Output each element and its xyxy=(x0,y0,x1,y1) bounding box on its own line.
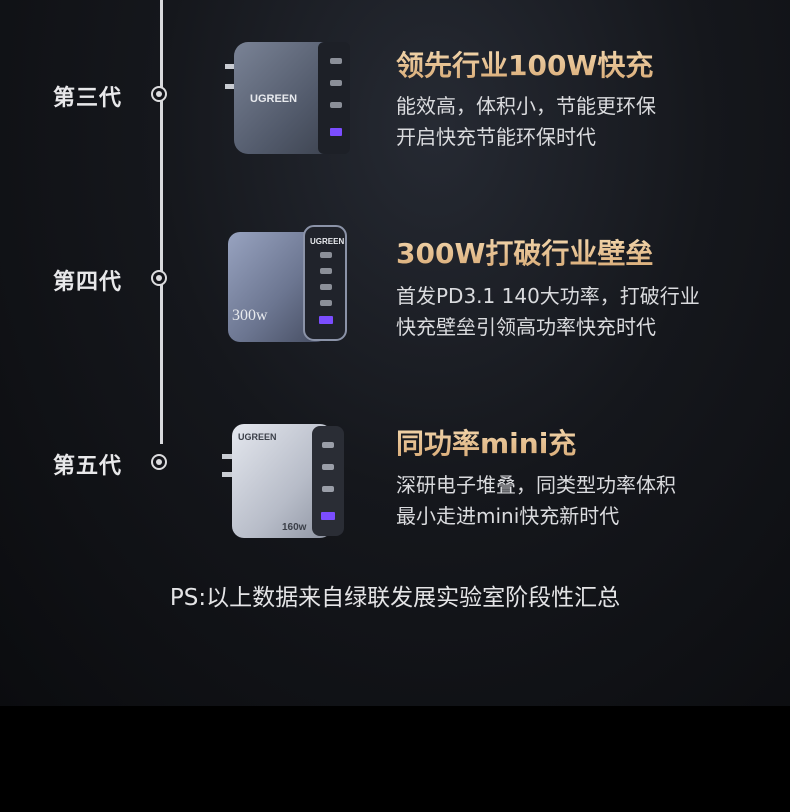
plug-prong xyxy=(222,472,234,477)
power-text: 300w xyxy=(232,307,268,324)
desc-gen3-line2: 开启快充节能环保时代 xyxy=(396,125,596,149)
desc-gen5-line2: 最小走进mini快充新时代 xyxy=(396,504,620,528)
power-text: 160w xyxy=(282,522,307,533)
desc-gen4-line1: 首发PD3.1 140大功率，打破行业 xyxy=(396,284,700,308)
timeline-panel: 第三代 UGREEN 领先行业100W快充 xyxy=(0,0,790,706)
title-gen3: 领先行业100W快充 xyxy=(396,44,653,84)
timeline-node-4 xyxy=(151,270,167,286)
charger-image-gen5: UGREEN 160w xyxy=(222,424,344,538)
charger-image-gen4: UGREEN 300w xyxy=(228,225,347,342)
desc-gen5-line1: 深研电子堆叠，同类型功率体积 xyxy=(396,473,676,497)
plug-prong xyxy=(222,454,234,459)
timeline-line xyxy=(160,0,163,444)
charger-image-gen3: UGREEN xyxy=(225,42,350,154)
plug-prong xyxy=(225,84,237,89)
brand-text: UGREEN xyxy=(238,432,277,442)
brand-text: UGREEN xyxy=(310,237,344,246)
generation-label-4: 第四代 xyxy=(53,270,123,295)
footnote: PS:以上数据来自绿联发展实验室阶段性汇总 xyxy=(169,585,621,611)
desc-gen4-line2: 快充壁垒引领高功率快充时代 xyxy=(396,315,656,339)
title-gen4: 300W打破行业壁垒 xyxy=(396,232,653,272)
timeline-node-5 xyxy=(151,454,167,470)
timeline-node-3 xyxy=(151,86,167,102)
plug-prong xyxy=(225,64,237,69)
generation-label-3: 第三代 xyxy=(53,86,123,111)
title-gen5: 同功率mini充 xyxy=(396,422,576,462)
brand-text: UGREEN xyxy=(250,93,297,105)
generation-label-5: 第五代 xyxy=(53,454,123,479)
desc-gen3-line1: 能效高，体积小，节能更环保 xyxy=(396,94,656,118)
